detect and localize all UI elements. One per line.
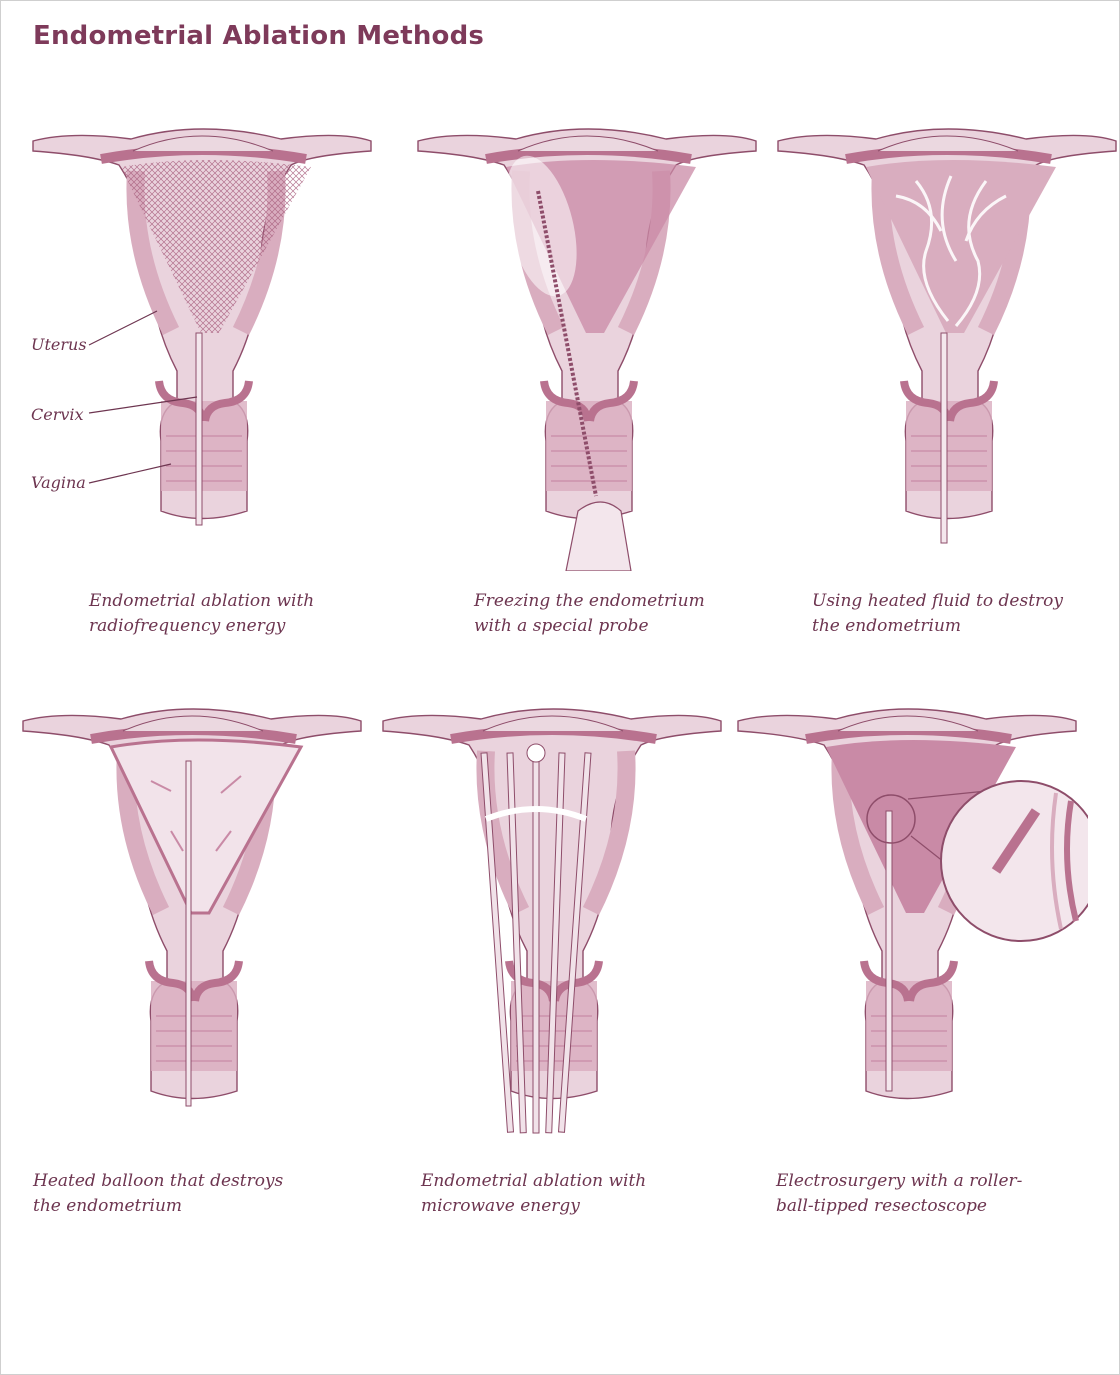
caption: Heated balloon that destroys the endomet… (33, 1169, 283, 1219)
uterus-illustration (716, 681, 1088, 1151)
uterus-illustration (396, 101, 768, 571)
uterus-illustration (1, 681, 373, 1151)
panel-electrosurgery: Electrosurgery with a roller- ball-tippe… (716, 681, 1088, 1151)
label-leader-lines (81, 301, 301, 501)
caption: Endometrial ablation with radiofrequency… (89, 589, 314, 639)
panel-microwave: Endometrial ablation with microwave ener… (361, 681, 733, 1151)
uterus-illustration (361, 681, 733, 1151)
caption: Electrosurgery with a roller- ball-tippe… (776, 1169, 1022, 1219)
caption: Endometrial ablation with microwave ener… (421, 1169, 646, 1219)
panel-freezing-probe: Freezing the endometrium with a special … (396, 101, 768, 571)
label-cervix: Cervix (31, 405, 84, 424)
uterus-illustration (756, 101, 1120, 571)
label-uterus: Uterus (31, 335, 87, 354)
caption: Freezing the endometrium with a special … (474, 589, 705, 639)
panel-heated-balloon: Heated balloon that destroys the endomet… (1, 681, 373, 1151)
label-vagina: Vagina (31, 473, 86, 492)
page-title: Endometrial Ablation Methods (33, 21, 484, 51)
caption: Using heated fluid to destroy the endome… (812, 589, 1063, 639)
panel-heated-fluid: Using heated fluid to destroy the endome… (756, 101, 1120, 571)
